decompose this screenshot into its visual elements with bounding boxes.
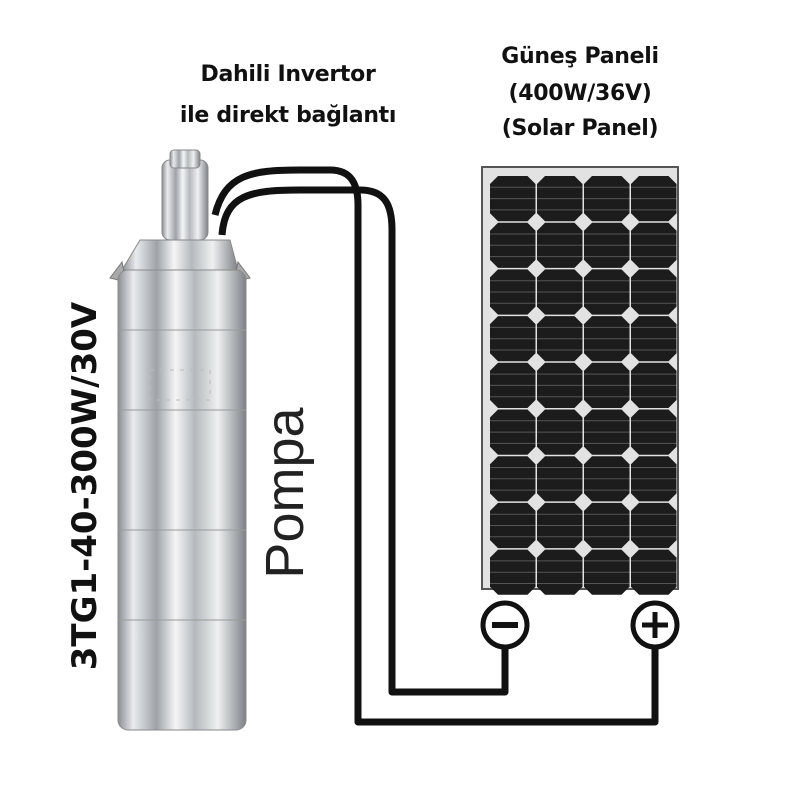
panel-label-line3: (Solar Panel) [501,116,659,141]
negative-wire [218,186,509,696]
model-label: 3TG1-40-300W/30V [65,301,105,671]
solar-panel [481,166,679,595]
inverter-label-line2: ile direkt bağlantı [179,103,397,128]
panel-label-line2: (400W/36V) [508,81,652,106]
negative-terminal [480,600,530,650]
pump-image [109,149,251,731]
inverter-label-line1: Dahili Invertor [200,62,376,87]
pump-label: Pompa [255,407,315,579]
positive-terminal [630,600,680,650]
wires [211,166,659,726]
panel-label-line1: Güneş Paneli [501,44,659,69]
positive-wire [211,166,659,726]
